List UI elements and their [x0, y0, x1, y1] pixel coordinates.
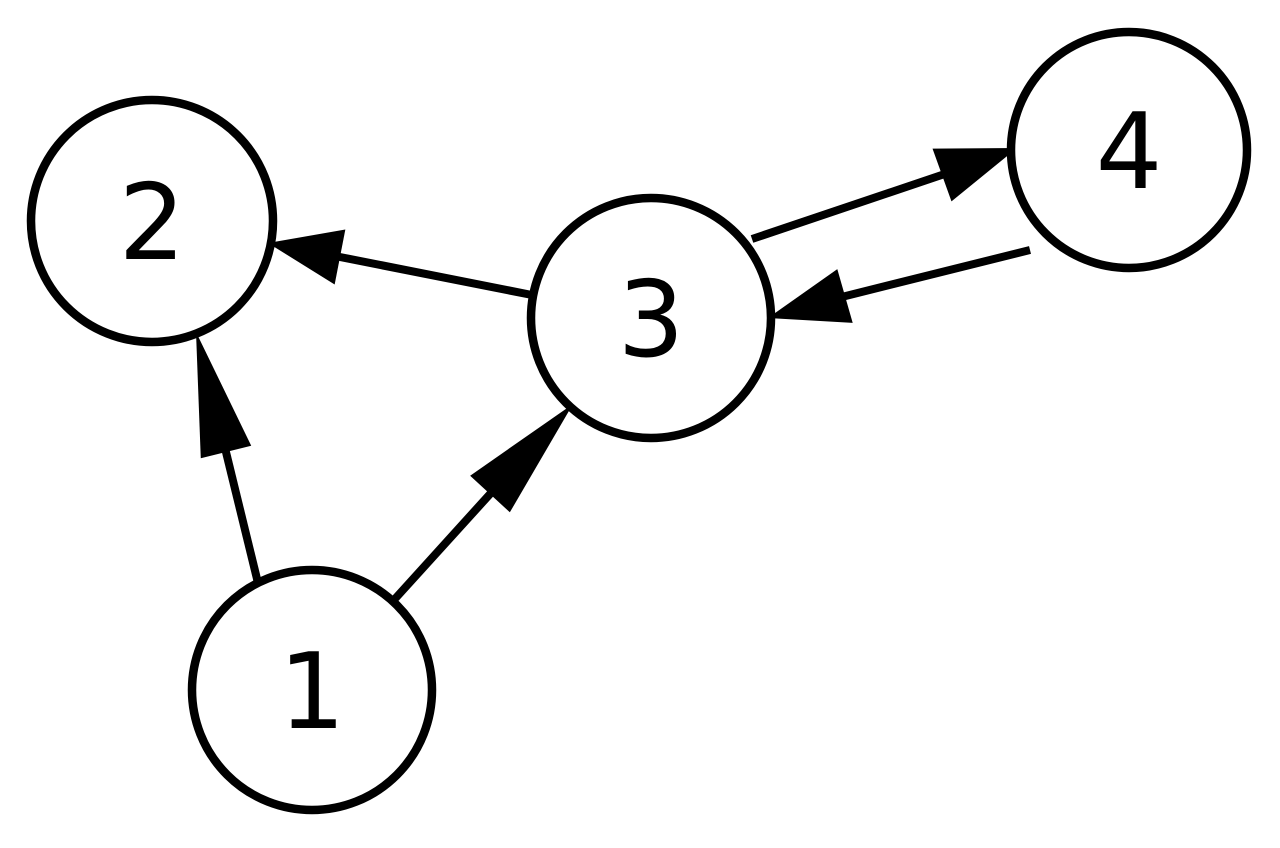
arrowhead-3-to-4: [932, 148, 1017, 202]
graph-edge-3-to-2[interactable]: [268, 229, 533, 299]
node-label-2: 2: [119, 162, 186, 284]
graph-node-4[interactable]: 4: [1006, 27, 1252, 273]
arrowhead-4-to-3: [768, 269, 853, 323]
graph-node-1[interactable]: 1: [187, 565, 437, 815]
edge-line-3-2: [335, 252, 533, 299]
graph-edge-3-to-4[interactable]: [750, 148, 1017, 243]
nodes-layer: 1 2 3 4: [26, 27, 1252, 815]
edge-line-4-3: [840, 246, 1031, 301]
graph-edge-1-to-3[interactable]: [390, 404, 573, 604]
graph-edge-1-to-2[interactable]: [196, 332, 262, 584]
graph-edge-4-to-3[interactable]: [768, 246, 1031, 323]
graph-node-3[interactable]: 3: [526, 193, 776, 443]
node-circle-1[interactable]: [187, 565, 437, 815]
edge-line-1-3: [390, 488, 496, 604]
node-circle-4[interactable]: [1006, 27, 1252, 273]
edge-line-3-4: [750, 169, 948, 243]
graph-node-2[interactable]: 2: [26, 95, 278, 347]
arrowhead-1-to-2: [196, 332, 252, 459]
node-label-1: 1: [279, 631, 346, 753]
node-label-3: 3: [618, 259, 685, 381]
node-label-4: 4: [1096, 91, 1163, 213]
edges-layer: [196, 148, 1031, 604]
edge-line-1-2: [221, 447, 262, 584]
node-circle-3[interactable]: [526, 193, 776, 443]
arrowhead-3-to-2: [268, 229, 346, 285]
arrowhead-1-to-3: [470, 404, 573, 513]
node-circle-2[interactable]: [26, 95, 278, 347]
